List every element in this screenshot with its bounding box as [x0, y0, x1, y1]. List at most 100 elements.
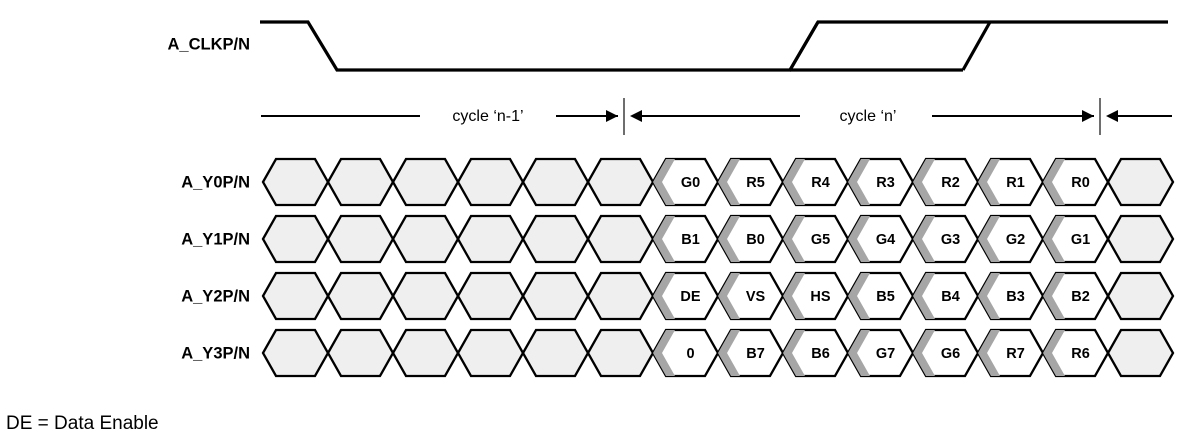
- cell-transition-chevron-icon: [783, 159, 805, 205]
- idle-cell-hexagon: [521, 328, 590, 378]
- cell-transition-chevron-icon: [913, 216, 935, 262]
- data-cell-label: G4: [876, 232, 895, 248]
- cell-transition-chevron-icon: [978, 216, 1000, 262]
- idle-cell-hexagon: [1106, 328, 1175, 378]
- idle-cell-hexagon: [521, 271, 590, 321]
- clock-waveform-path: [260, 20, 1168, 72]
- data-cell-label: B4: [941, 289, 960, 305]
- cell-transition-chevron-icon: [653, 273, 675, 319]
- cell-transition-chevron-icon: [653, 330, 675, 376]
- data-cell-label: B6: [811, 346, 830, 362]
- data-cell-label: R2: [941, 175, 960, 191]
- data-cell-label: R0: [1071, 175, 1090, 191]
- idle-cell-hexagon: [586, 157, 655, 207]
- cell-transition-chevron-icon: [848, 216, 870, 262]
- idle-cell-hexagon: [261, 271, 330, 321]
- cycle-n-1-label: cycle ‘n-1’: [452, 108, 523, 125]
- data-cell-label: R6: [1071, 346, 1090, 362]
- idle-cell-hexagon: [586, 328, 655, 378]
- figure-caption: DE = Data Enable: [6, 413, 159, 434]
- idle-cell-hexagon: [261, 328, 330, 378]
- data-cell-label: B5: [876, 289, 895, 305]
- cycle-dimension-group: cycle ‘n-1’ cycle ‘n’: [261, 98, 1172, 135]
- cell-transition-chevron-icon: [783, 330, 805, 376]
- idle-cell-hexagon: [391, 328, 460, 378]
- cell-transition-chevron-icon: [978, 330, 1000, 376]
- data-cell-label: G1: [1071, 232, 1090, 248]
- data-cell-label: DE: [680, 289, 700, 305]
- cycle-n-arrow-right: [1082, 110, 1094, 122]
- cell-transition-chevron-icon: [1043, 330, 1065, 376]
- idle-cell-hexagon: [456, 271, 525, 321]
- cell-transition-chevron-icon: [718, 159, 740, 205]
- cell-transition-chevron-icon: [848, 159, 870, 205]
- idle-cell-hexagon: [326, 157, 395, 207]
- data-cell-label: G0: [681, 175, 700, 191]
- cell-transition-chevron-icon: [913, 330, 935, 376]
- cell-transition-chevron-icon: [783, 216, 805, 262]
- data-cell-label: HS: [810, 289, 830, 305]
- data-cell-label: B0: [746, 232, 765, 248]
- cell-transition-chevron-icon: [718, 216, 740, 262]
- idle-cell-hexagon: [1106, 271, 1175, 321]
- cell-transition-chevron-icon: [718, 273, 740, 319]
- cycle-n-label: cycle ‘n’: [840, 108, 897, 125]
- cell-transition-chevron-icon: [848, 330, 870, 376]
- idle-cell-hexagon: [326, 214, 395, 264]
- idle-cell-hexagon: [521, 214, 590, 264]
- idle-cell-hexagon: [326, 328, 395, 378]
- idle-cell-hexagon: [586, 214, 655, 264]
- cycle-next-arrow-left: [1106, 110, 1118, 122]
- cell-transition-chevron-icon: [1043, 216, 1065, 262]
- data-cell-label: R7: [1006, 346, 1025, 362]
- data-cell-label: G5: [811, 232, 830, 248]
- cell-transition-chevron-icon: [1043, 159, 1065, 205]
- data-cell-label: B3: [1006, 289, 1025, 305]
- cell-transition-chevron-icon: [653, 216, 675, 262]
- clock-waveform-path-segment-3: [961, 21, 992, 71]
- cell-transition-chevron-icon: [978, 273, 1000, 319]
- idle-cell-hexagon: [261, 214, 330, 264]
- cell-transition-chevron-icon: [718, 330, 740, 376]
- data-cell-label: VS: [746, 289, 766, 305]
- clock-signal-label: A_CLKP/N: [167, 35, 250, 53]
- cell-transition-chevron-icon: [653, 159, 675, 205]
- data-cell-label: G6: [941, 346, 960, 362]
- idle-cell-hexagon: [261, 157, 330, 207]
- idle-cell-hexagon: [326, 271, 395, 321]
- lane-signal-label: A_Y2P/N: [181, 287, 250, 305]
- idle-cell-hexagon: [586, 271, 655, 321]
- cycle-n-arrow-left: [630, 110, 642, 122]
- cell-transition-chevron-icon: [978, 159, 1000, 205]
- cell-transition-chevron-icon: [783, 273, 805, 319]
- idle-cell-hexagon: [391, 271, 460, 321]
- lane-signal-label: A_Y3P/N: [181, 344, 250, 362]
- cycle-n-1-arrow-right: [606, 110, 618, 122]
- data-cell-label: 0: [686, 346, 694, 362]
- data-lane: A_Y2P/N DE VS HS B5 B4 B3 B2: [181, 271, 1175, 321]
- idle-cell-hexagon: [521, 157, 590, 207]
- idle-cell-hexagon: [456, 157, 525, 207]
- idle-cell-hexagon: [1106, 214, 1175, 264]
- cell-transition-chevron-icon: [1043, 273, 1065, 319]
- idle-cell-hexagon: [456, 328, 525, 378]
- clock-waveform-path-segment-2: [788, 21, 820, 71]
- idle-cell-hexagon: [391, 214, 460, 264]
- data-cell-label: B2: [1071, 289, 1090, 305]
- data-cell-label: R5: [746, 175, 765, 191]
- data-cell-label: R4: [811, 175, 830, 191]
- data-cell-label: G3: [941, 232, 960, 248]
- data-cell-label: G7: [876, 346, 895, 362]
- cell-transition-chevron-icon: [848, 273, 870, 319]
- data-cell-label: R3: [876, 175, 895, 191]
- idle-cell-hexagon: [391, 157, 460, 207]
- clock-waveform: [260, 20, 1168, 72]
- cell-transition-chevron-icon: [913, 159, 935, 205]
- data-cell-label: R1: [1006, 175, 1025, 191]
- lane-signal-label: A_Y1P/N: [181, 230, 250, 248]
